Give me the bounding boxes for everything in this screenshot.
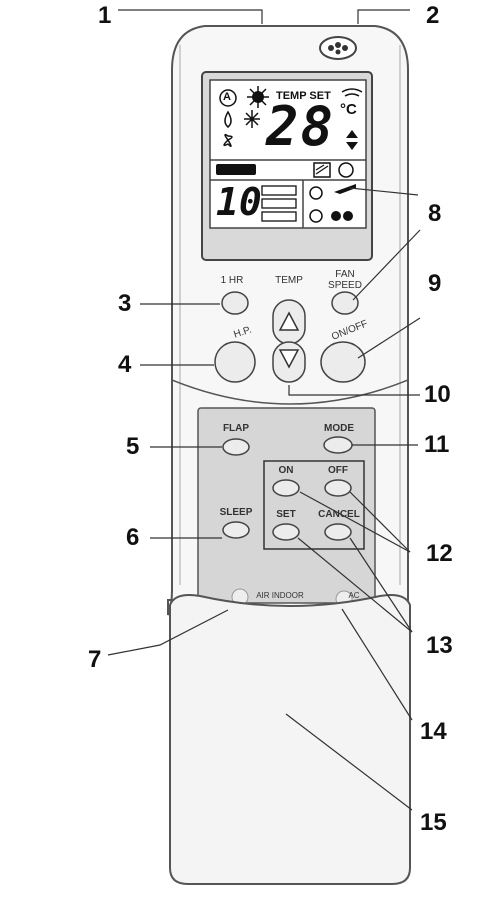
sleep-button[interactable]	[222, 521, 250, 539]
callout-leaders	[107, 9, 421, 811]
remote-cover	[169, 594, 411, 885]
snowflake-icon	[244, 110, 260, 128]
fan-speed-label: FAN SPEED	[328, 269, 362, 291]
callout-14: 14	[420, 718, 447, 745]
sleep-label: SLEEP	[219, 507, 253, 518]
flap-button[interactable]	[222, 438, 250, 456]
lower-button-panel	[197, 407, 376, 604]
signal-icon	[341, 88, 363, 97]
mode-bar-icon	[216, 164, 256, 175]
flap-label: FLAP	[222, 423, 250, 434]
hp-button[interactable]	[214, 341, 256, 383]
one-hr-button[interactable]	[221, 291, 249, 315]
sun-heat-icon	[247, 86, 269, 108]
callout-2: 2	[426, 2, 440, 29]
callout-4: 4	[118, 351, 132, 378]
one-hr-label: 1 HR	[220, 275, 244, 286]
ac-label: AC	[348, 591, 360, 600]
auto-mode-letter: A	[223, 91, 231, 103]
adjust-arrows-icon	[346, 130, 358, 150]
air-indoor-label: AIR INDOOR	[256, 591, 304, 600]
droplet-icon	[224, 110, 232, 128]
temp-set-label: TEMP SET	[276, 90, 331, 102]
mode-label: MODE	[324, 423, 354, 434]
callout-15: 15	[420, 809, 447, 836]
callout-1: 1	[98, 2, 112, 29]
fan-speed-button[interactable]	[331, 291, 359, 315]
timer-readout: 10	[216, 180, 262, 224]
callout-7: 7	[88, 646, 102, 673]
timer-on-button[interactable]	[272, 479, 300, 497]
fan-speed-icon	[331, 211, 353, 221]
timer-group-frame	[263, 460, 365, 550]
callout-13: 13	[426, 632, 453, 659]
up-arrow-icon	[278, 311, 300, 331]
callout-5: 5	[126, 433, 140, 460]
temperature-readout: 28	[266, 95, 336, 158]
temp-label: TEMP	[275, 275, 303, 286]
temp-unit-label: °C	[340, 101, 357, 118]
cancel-button[interactable]	[324, 523, 352, 541]
set-label: SET	[276, 509, 296, 520]
timer-on-label: ON	[278, 465, 294, 476]
callout-11: 11	[424, 431, 450, 458]
callout-8: 8	[428, 200, 442, 227]
timer-off-button[interactable]	[324, 479, 352, 497]
auto-mode-icon	[219, 89, 237, 107]
flap-icon	[334, 184, 356, 194]
timer-off-label: OFF	[328, 465, 348, 476]
mode-button[interactable]	[323, 436, 353, 454]
callout-6: 6	[126, 524, 140, 551]
lcd-display	[209, 79, 367, 229]
down-arrow-icon	[278, 349, 300, 369]
callout-12: 12	[426, 540, 453, 567]
callout-10: 10	[424, 381, 451, 408]
callout-3: 3	[118, 290, 132, 317]
on-off-button[interactable]	[320, 341, 366, 383]
callout-9: 9	[428, 270, 442, 297]
cancel-label: CANCEL	[318, 509, 360, 520]
fan-icon	[223, 133, 233, 147]
set-button[interactable]	[272, 523, 300, 541]
